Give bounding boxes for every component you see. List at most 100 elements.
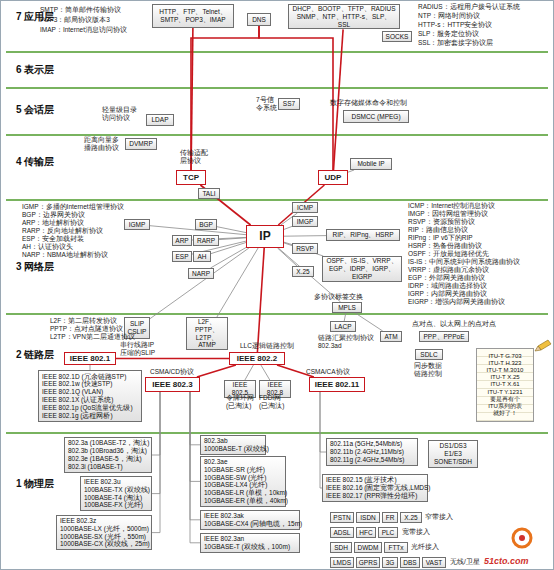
standard-item: 802.11b (2.4GHz,11Mb/s) <box>330 448 404 456</box>
standard-item: 802.3e (1BASE-5，淘汰) <box>68 455 142 463</box>
protocol-name: X.25 <box>404 514 417 522</box>
annotation-text: ARP：地址解析协议 <box>22 219 84 227</box>
standard-item: 802.11a (5GHz,54Mbit/s) <box>330 440 402 448</box>
protocol-name: SDH <box>334 544 348 552</box>
standard-item: IEEE 802.3ak <box>204 512 244 520</box>
protocol-name: PLC <box>382 529 395 537</box>
standard-box: IEEE 802.2 <box>229 352 285 365</box>
protocol-box: DHCP、BOOTP、TFTP、RADIUS SNMP、NTP、HTTP-s、S… <box>288 4 400 29</box>
standard-box: UDP <box>318 170 348 185</box>
protocol-box: 3G <box>382 557 398 568</box>
annotation-text: RIP：路由信息协议 <box>408 226 468 234</box>
standard-name: IEEE 802.1 <box>70 354 110 364</box>
watermark: 51cto.com <box>484 556 529 567</box>
connector-line <box>348 170 354 172</box>
standard-item: IEEE 802.15 (蓝牙技术) <box>326 476 397 484</box>
protocol-box: VAST <box>422 557 446 568</box>
annotation-text: EGP：外部网关路由协议 <box>408 274 485 282</box>
annotation-text: 数字存储媒体命令和控制 <box>330 99 407 107</box>
protocol-name: RARP <box>197 237 215 245</box>
annotation-text: 窄带接入 <box>425 513 453 521</box>
annotation-text: RSVP：资源预留协议 <box>408 218 475 226</box>
connector-line <box>344 313 346 321</box>
protocol-box: HFC <box>356 527 376 538</box>
protocol-box: LDAP <box>146 114 174 126</box>
annotation-text: 链路汇聚控制协议 802.3ad <box>318 334 380 350</box>
connector-line <box>152 392 160 455</box>
protocol-box: FR <box>382 512 398 523</box>
note-text: ITU-T X.61 <box>490 381 519 388</box>
protocol-name: RSVP <box>296 245 314 253</box>
annotation-text: HTTP-s：HTTP安全协议 <box>418 21 492 29</box>
protocol-box: RSVP <box>292 243 318 254</box>
note-text: ITU-T X.25 <box>490 374 519 381</box>
annotation-text: 光纤接入 <box>411 543 439 551</box>
standard-item: 100BASE-T4 (淘汰) <box>84 494 142 502</box>
annotation-text: BGP：边界网关协议 <box>22 211 85 219</box>
standard-item: 10GBASE-ER (单模，40km) <box>204 497 288 505</box>
layer-title: 3 网络层 <box>16 260 54 274</box>
connector-line <box>284 243 323 256</box>
connector-line <box>355 313 382 331</box>
standard-item: 802.11g (2.4GHz,54Mb/s) <box>330 456 404 464</box>
protocol-box: GPRS <box>356 557 380 568</box>
annotation-text: IGRP：内部网关路由协议 <box>408 290 487 298</box>
annotation-text: 无线/卫星 <box>450 558 480 566</box>
protocol-box: L2F、PPTP、L2TP、ATMP <box>186 317 228 350</box>
protocol-box: NARP <box>188 268 214 279</box>
standard-item: 1000BASE-SX (光纤，550m) <box>60 533 146 541</box>
standard-name: IEEE 802.2 <box>237 354 277 364</box>
protocol-name: NARP <box>192 270 210 278</box>
protocol-box: IMGP <box>292 216 318 227</box>
protocol-box: SDH <box>330 542 352 553</box>
standard-name: IEEE 802.3 <box>152 380 192 390</box>
logo-ring <box>513 529 531 547</box>
standard-list-box: IEEE 802.15 (蓝牙技术)IEEE 802.16 (固定宽带无线,LM… <box>322 474 428 502</box>
annotation-text: SMTP：简单邮件传输协议 <box>40 6 121 14</box>
protocol-name: L2F、PPTP、L2TP、ATMP <box>189 318 225 349</box>
protocol-name: X.25 <box>296 268 309 276</box>
connector-line <box>217 227 246 233</box>
standard-list-box: IEEE 802.3z1000BASE-LX (光纤，5000m)1000BAS… <box>56 515 152 550</box>
protocol-box: TALI <box>198 188 220 199</box>
annotation-text: EIGRP：增强内部网关路由协议 <box>408 298 505 306</box>
connector-line <box>190 392 200 445</box>
annotation-text: 宽带接入 <box>402 528 430 536</box>
annotation-text: SLP：服务定位协议 <box>418 30 479 38</box>
protocol-box: X.25 <box>292 266 314 277</box>
protocol-box: FTTx <box>384 542 408 553</box>
layer-title: 6 表示层 <box>16 63 54 77</box>
protocol-box: ADSL <box>330 527 354 538</box>
protocol-box: DBS <box>400 557 420 568</box>
connector-line <box>150 248 249 319</box>
standard-list-box: IEEE 802.3an10GBASE-T (双绞线，100m) <box>200 533 300 553</box>
protocol-box: RARP <box>193 235 219 246</box>
protocol-box: ARP <box>172 235 192 246</box>
standard-list-box: IEEE 802.3ak10GBASE-CX4 (同轴电缆，15m) <box>200 510 300 530</box>
protocol-name: LDAP <box>152 116 169 124</box>
protocol-box: DNS <box>247 13 271 26</box>
protocol-box: DSMCC (MPEG) <box>343 110 409 123</box>
protocol-name: LMDS <box>333 559 351 567</box>
annotation-text: SSL：加密套接字协议层 <box>418 39 493 47</box>
standard-name: IEEE 802.11 <box>315 380 359 390</box>
standard-list-box: 802.3ab1000BASE-T (双绞线) <box>200 435 266 455</box>
standard-item: 802.3ab <box>204 437 228 445</box>
protocol-name: ISDN <box>360 514 376 522</box>
protocol-box: IGMP <box>124 219 150 230</box>
connector-line <box>284 235 326 237</box>
standard-item: 802.3ae <box>204 458 228 466</box>
note-text: 要是再有个 ITU系列的表 就好了！ <box>479 396 531 418</box>
standard-item: IEEE 802.1p (QoS流量优先级) <box>42 404 133 412</box>
protocol-name: SDLC <box>420 351 437 359</box>
annotation-text: ESP：安全加载封装 <box>22 235 84 243</box>
annotation-text: CSMA/CA协议 <box>306 368 350 376</box>
layer-divider <box>6 134 548 136</box>
protocol-box: DWDM <box>354 542 382 553</box>
protocol-name: SOCKS <box>386 33 409 41</box>
protocol-name: DHCP、BOOTP、TFTP、RADIUS SNMP、NTP、HTTP-s、S… <box>291 5 397 28</box>
protocol-name: Mobile IP <box>357 160 384 168</box>
annotation-text: 多协议标签交换 <box>314 293 363 301</box>
standard-item: 10GBASE-CX4 (同轴电缆，15m) <box>204 520 302 528</box>
